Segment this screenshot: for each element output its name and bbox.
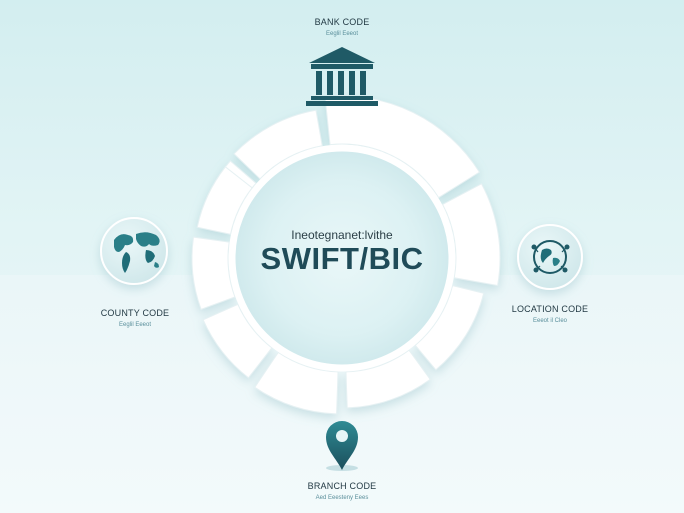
globe-americas-icon xyxy=(100,217,168,285)
ring-segment xyxy=(202,303,273,379)
ring-segment xyxy=(191,236,236,310)
location-code-title: LOCATION CODE xyxy=(511,304,589,314)
country-code-subtitle: Eeglil Eeeot xyxy=(118,322,152,328)
country-code-title: COUNTY CODE xyxy=(100,308,170,318)
ring-segment xyxy=(254,351,339,415)
bank-code-subtitle: Eeglil Eeeot xyxy=(325,31,359,37)
ring-segment xyxy=(196,166,253,235)
bank-code-title: BANK CODE xyxy=(314,17,370,27)
ring-segment xyxy=(345,349,431,409)
ring-segment xyxy=(414,284,485,371)
bank-code-label: BANK CODE Eeglil Eeeot xyxy=(292,17,392,37)
bank-building-icon xyxy=(306,47,378,106)
ring-segments xyxy=(191,95,501,415)
map-pin-icon xyxy=(326,421,358,471)
branch-code-title: BRANCH CODE xyxy=(307,481,377,491)
ring-segment xyxy=(233,109,323,180)
branch-code-subtitle: Aed Eeesteny Eees xyxy=(315,495,369,501)
branch-code-label: BRANCH CODE Aed Eeesteny Eees xyxy=(292,481,392,501)
country-code-label: COUNTY CODE Eeglil Eeeot xyxy=(85,308,185,328)
ring-segment xyxy=(441,183,501,287)
location-code-subtitle: Eeeot il Cleo xyxy=(532,318,568,324)
globe-network-icon xyxy=(517,224,583,290)
center-title: SWIFT/BIC xyxy=(260,241,424,276)
center-circle xyxy=(228,144,456,372)
location-code-label: LOCATION CODE Eeeot il Cleo xyxy=(500,304,600,324)
ring-segment xyxy=(324,95,481,199)
center-subtitle: Ineotegnanet:lvithe xyxy=(291,228,393,242)
